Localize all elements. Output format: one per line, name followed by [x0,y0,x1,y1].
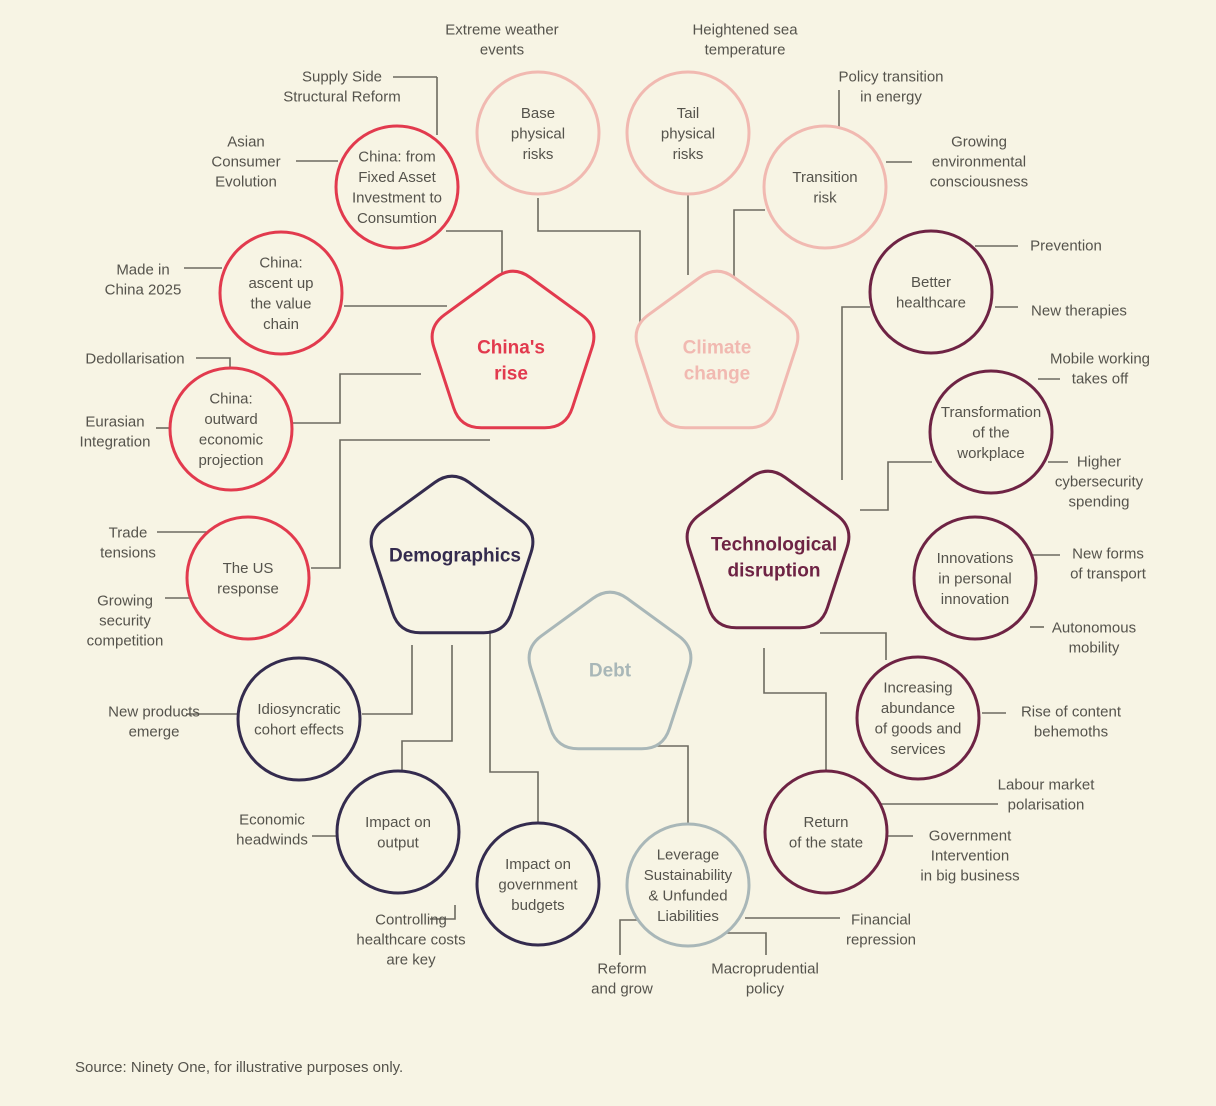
circle-china-fixed-asset [334,124,460,250]
shapes-layer [168,70,1054,948]
connector-line [196,357,231,368]
connector-line [841,306,870,480]
pentagon-demographics [369,474,535,635]
connector-line [860,461,932,511]
circle-leverage [625,822,751,948]
circle-us-response [185,515,311,641]
connector-line [537,198,641,340]
label-new-therapies: New therapies [1031,302,1127,319]
connector-line [293,373,421,424]
connector-line [643,745,689,825]
circle-base-physical [475,70,601,196]
connector-line [311,439,490,569]
source-note: Source: Ninety One, for illustrative pur… [75,1059,404,1076]
circle-workplace [928,369,1054,495]
pentagon-label-demographics: Demographics [389,546,521,567]
pentagon-china [430,269,596,430]
connector-line [718,932,767,955]
circle-idiosyncratic [236,656,362,782]
circle-china-outward [168,366,294,492]
circle-tail-physical [625,70,751,196]
connector-line [446,230,503,280]
circle-innovations [912,515,1038,641]
pentagon-tech [685,469,851,630]
circle-abundance [855,655,981,781]
pentagon-debt [527,590,693,751]
connector-line [733,209,765,280]
circle-better-healthcare [868,229,994,355]
circle-china-value-chain [218,230,344,356]
label-prevention: Prevention [1030,237,1102,254]
circle-impact-budgets [475,821,601,947]
circle-impact-output [335,769,461,895]
circle-return-state [763,769,889,895]
connector-line [362,645,413,715]
circle-transition-risk [762,124,888,250]
connector-lines [156,72,1068,955]
pentagon-climate [634,269,800,430]
connector-line [430,905,456,920]
connector-line [401,645,453,770]
pentagon-label-debt: Debt [589,661,632,682]
connector-line [820,632,887,660]
connector-line [489,625,539,822]
label-dedollarisation: Dedollarisation [85,350,184,367]
connector-line [763,648,827,770]
